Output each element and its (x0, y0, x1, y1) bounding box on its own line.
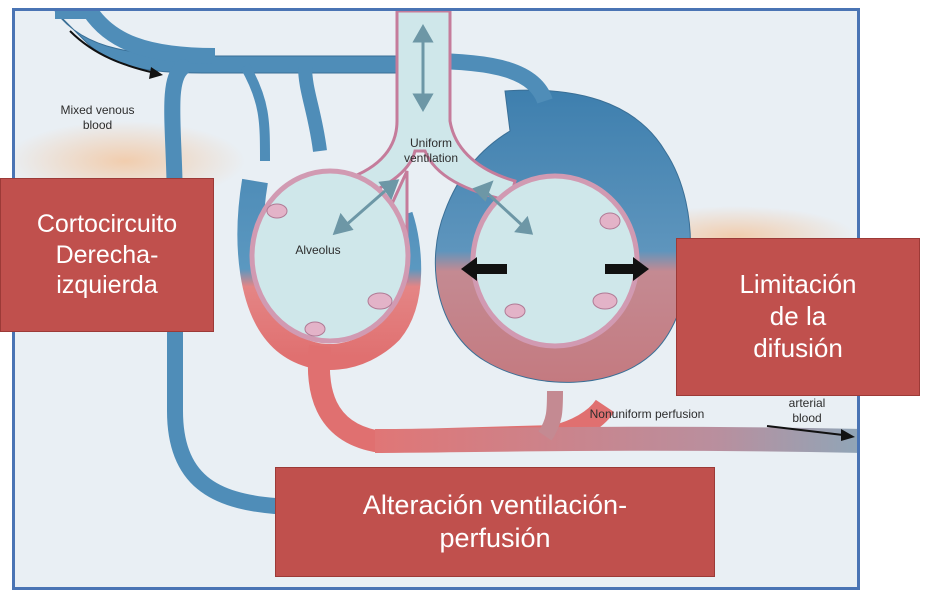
alveolus-label: Alveolus (283, 243, 353, 258)
branch-vessel (245, 66, 265, 161)
nonuniform-perfusion-label: Nonuniform perfusion (567, 407, 727, 422)
callout-diffusion-text: Limitación de la difusión (739, 269, 856, 364)
mixed-venous-label: Mixed venous blood (45, 103, 150, 133)
arterial-outflow (375, 439, 860, 441)
callout-vq-text: Alteración ventilación- perfusión (363, 489, 627, 555)
callout-diffusion: Limitación de la difusión (676, 238, 920, 396)
uniform-ventilation-label: Uniform ventilation (393, 136, 469, 166)
branch-vessel (305, 66, 320, 151)
callout-vq-mismatch: Alteración ventilación- perfusión (275, 467, 715, 577)
arterial-vessel (545, 391, 555, 436)
callout-shunt-text: Cortocircuito Derecha- izquierda (37, 209, 177, 301)
callout-shunt: Cortocircuito Derecha- izquierda (0, 178, 214, 332)
arterial-blood-label: arterial blood (767, 396, 847, 426)
